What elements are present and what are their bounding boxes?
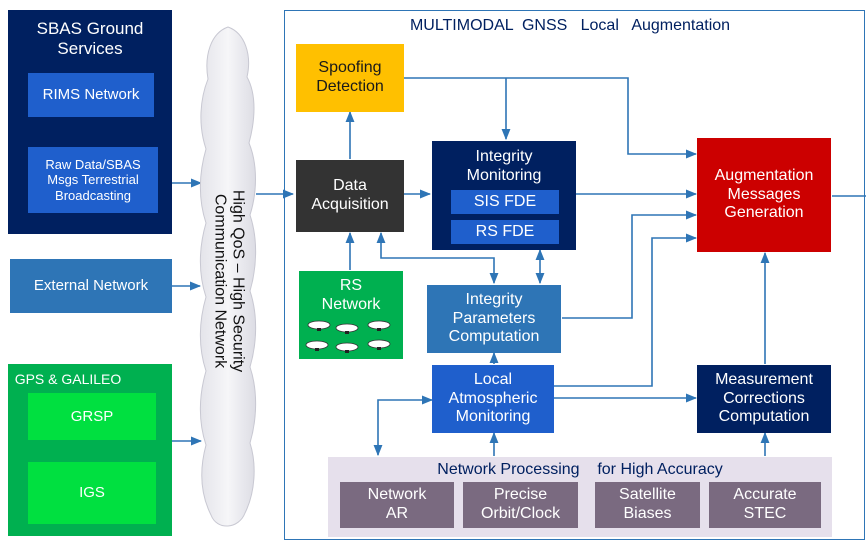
cloud-label: High QoS – High Security Communication N… — [211, 189, 247, 373]
multimodal-frame — [284, 10, 865, 540]
rs-fde-box: RS FDE — [451, 220, 559, 244]
antenna-icon — [307, 320, 331, 330]
arrow-acq-to-params — [376, 231, 499, 285]
satellite-biases-box: Satellite Biases — [595, 482, 700, 528]
rs-network-title: RS Network — [321, 277, 381, 313]
antenna-icon — [367, 320, 391, 330]
arrow-params-to-augmentation — [562, 210, 698, 319]
sis-fde-box: SIS FDE — [451, 190, 559, 214]
sbas-title: SBAS Ground Services — [36, 18, 144, 58]
arrow-atmo-to-netproc-left — [373, 395, 434, 457]
antenna-icon — [367, 339, 391, 349]
precise-orbit-clock-box: Precise Orbit/Clock — [463, 482, 578, 528]
antenna-icons — [305, 320, 391, 353]
grsp-box: GRSP — [28, 393, 156, 440]
data-acquisition-box: Data Acquisition — [296, 160, 404, 232]
integrity-parameters-box: Integrity Parameters Computation — [427, 285, 561, 353]
arrow-atmo-to-augmentation — [554, 233, 698, 387]
local-atmospheric-box: Local Atmospheric Monitoring — [432, 365, 554, 433]
antenna-icon — [305, 340, 329, 350]
communication-cloud — [199, 26, 257, 527]
multimodal-title: MULTIMODAL GNSS Local Augmentation — [409, 17, 731, 34]
rims-network-box: RIMS Network — [28, 73, 154, 117]
antenna-icon — [335, 342, 359, 352]
antenna-icon — [335, 323, 359, 333]
gnss-title: GPS & GALILEO — [14, 370, 122, 387]
network-ar-box: Network AR — [340, 482, 454, 528]
external-network-box: External Network — [10, 259, 172, 313]
measurement-corrections-box: Measurement Corrections Computation — [697, 365, 831, 433]
arrow-spoofing-to-augmentation — [404, 77, 698, 159]
augmentation-messages-box: Augmentation Messages Generation — [697, 138, 831, 252]
igs-box: IGS — [28, 462, 156, 524]
integrity-monitoring-title: Integrity Monitoring — [466, 148, 542, 184]
spoofing-detection-box: Spoofing Detection — [296, 44, 404, 112]
network-processing-title: Network Processing for High Accuracy — [437, 461, 723, 478]
accurate-stec-box: Accurate STEC — [709, 482, 821, 528]
raw-data-box: Raw Data/SBAS Msgs Terrestrial Broadcast… — [28, 147, 158, 213]
